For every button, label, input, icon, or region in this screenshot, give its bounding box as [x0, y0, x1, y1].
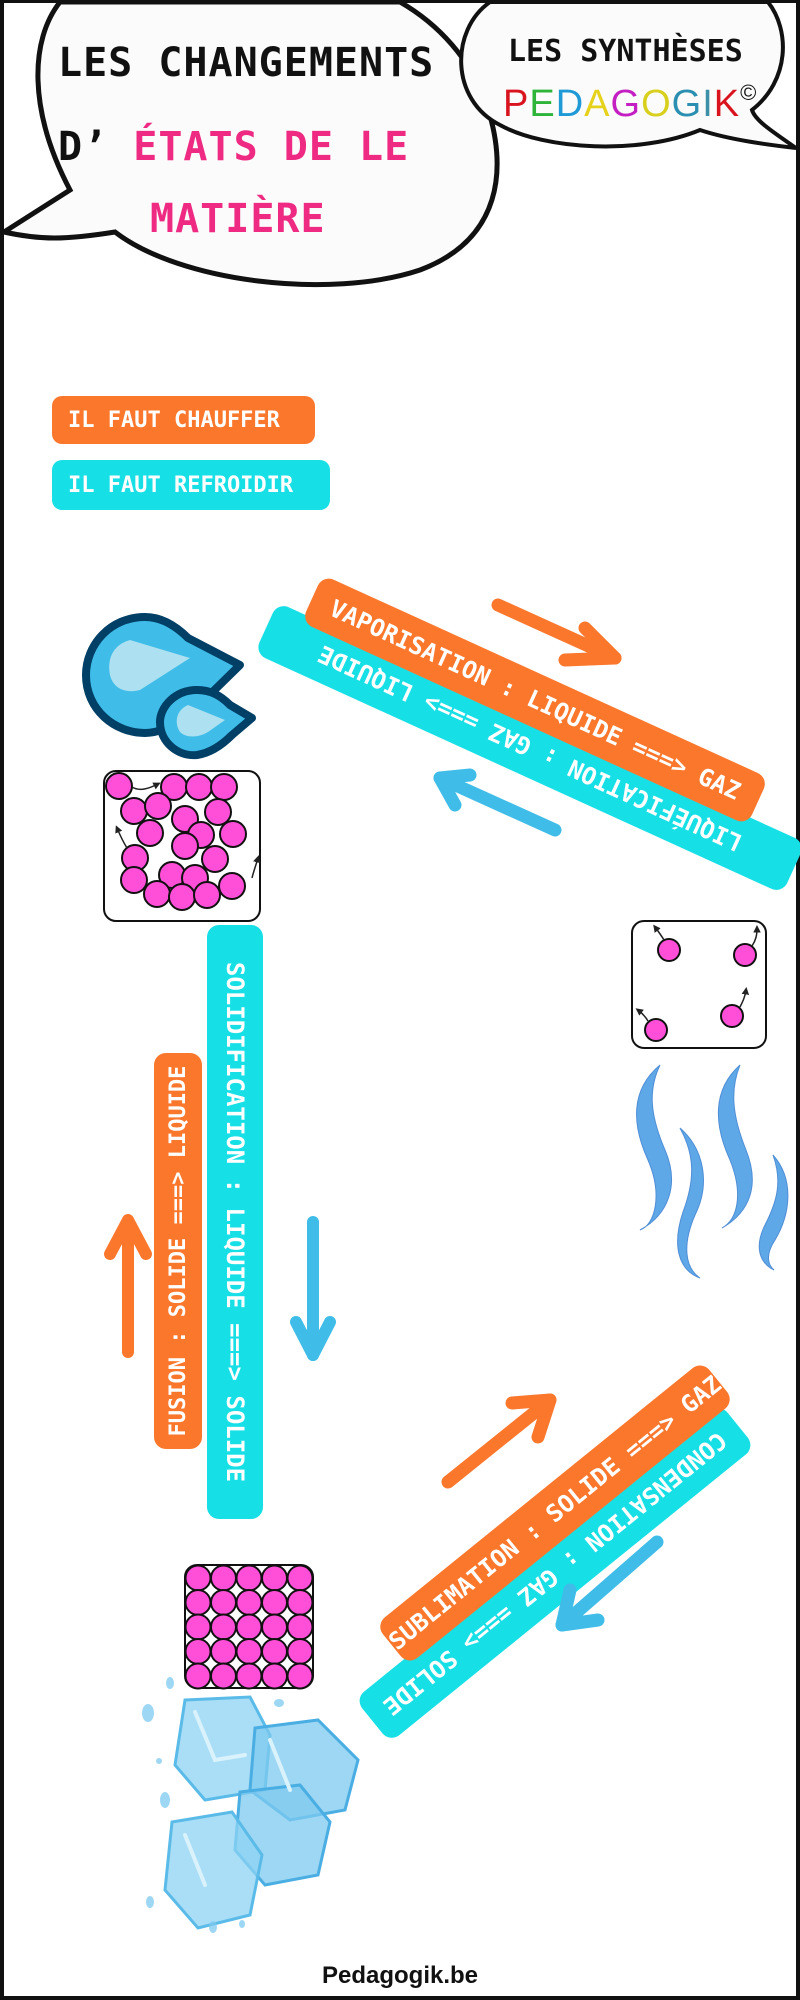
particle: [210, 1589, 237, 1616]
brand-letter: G: [610, 83, 642, 125]
logo-subtitle: LES SYNTHÈSES: [508, 34, 743, 69]
particle: [235, 1613, 263, 1641]
condensation-arrow-icon: [555, 1535, 664, 1632]
gas-particles-box: [631, 920, 767, 1049]
motion-arrow-icon: [635, 1008, 649, 1022]
ice-cubes-icon: [142, 1677, 360, 1933]
title-highlight: ÉTATS DE LE: [133, 124, 410, 170]
motion-arrow-icon: [131, 782, 161, 791]
particle: [261, 1613, 288, 1641]
particle: [120, 866, 148, 894]
particle: [210, 773, 238, 801]
sublimation-arrow-icon: [441, 1393, 557, 1489]
particle: [136, 819, 164, 847]
particle: [261, 1589, 288, 1616]
legend-heat: IL FAUT CHAUFFER: [52, 396, 315, 444]
particle: [204, 798, 232, 826]
particle: [261, 1638, 288, 1665]
particle: [184, 1662, 212, 1690]
water-drops-icon: [82, 613, 256, 760]
particle: [201, 845, 229, 873]
brand-letter: O: [641, 83, 672, 125]
particle: [171, 832, 199, 860]
vaporisation-arrow-icon: [491, 598, 622, 667]
particle: [657, 938, 681, 962]
particle: [235, 1564, 263, 1592]
particle: [210, 1613, 237, 1641]
particle: [184, 1613, 212, 1641]
brand-letter: K: [713, 83, 741, 125]
particle: [144, 792, 172, 820]
particle: [184, 1589, 212, 1616]
particle: [184, 1564, 212, 1592]
particle: [733, 943, 757, 967]
particle: [143, 880, 171, 908]
particle: [720, 1004, 744, 1028]
brand-letter: D: [555, 83, 585, 125]
legend-heat-label: IL FAUT CHAUFFER: [68, 407, 280, 433]
title-line-2: D’ ÉTATS DE LE: [58, 124, 409, 170]
solid-particles-box: [184, 1564, 314, 1690]
particle: [235, 1638, 263, 1665]
copyright-mark: ©: [740, 80, 758, 105]
particle: [235, 1662, 263, 1690]
liquid-particles-box: [103, 770, 261, 922]
particle: [286, 1564, 314, 1592]
particle: [644, 1018, 668, 1042]
motion-arrow-icon: [115, 825, 128, 849]
particle: [185, 773, 213, 801]
particle: [286, 1613, 314, 1641]
brand-letters: PEDAGOGIK: [503, 83, 740, 125]
particle: [168, 883, 196, 911]
brand-letter: G: [671, 83, 703, 125]
particle: [235, 1589, 263, 1616]
title-line-1: LES CHANGEMENTS: [58, 40, 435, 86]
particle: [210, 1564, 237, 1592]
particle: [193, 881, 221, 909]
particle: [219, 820, 247, 848]
particle: [210, 1662, 237, 1690]
motion-arrow-icon: [251, 855, 261, 879]
footer-site-name: Pedagogik.be: [321, 1962, 479, 1989]
particle: [184, 1638, 212, 1665]
steam-icon: [636, 1064, 789, 1279]
fusion-arrow-icon: [104, 1214, 152, 1358]
particle: [105, 772, 133, 800]
particle: [286, 1638, 314, 1665]
brand-letter: E: [529, 83, 556, 125]
brand-letter: P: [503, 83, 530, 125]
particle: [261, 1564, 288, 1592]
particle: [286, 1589, 314, 1616]
particle: [218, 872, 246, 900]
motion-arrow-icon: [739, 987, 750, 1008]
particle: [120, 797, 148, 825]
legend-cool: IL FAUT REFROIDIR: [52, 460, 330, 510]
title-line-3: MATIÈRE: [150, 196, 326, 242]
brand-letter: A: [584, 83, 611, 125]
particle: [261, 1662, 288, 1690]
motion-arrow-icon: [653, 924, 665, 941]
logo-speech-bubble: [459, 0, 798, 150]
legend-cool-label: IL FAUT REFROIDIR: [68, 472, 294, 498]
brand-letter: I: [702, 83, 714, 125]
liquefaction-arrow-icon: [433, 768, 562, 837]
brand-logo: PEDAGOGIK©: [503, 80, 757, 126]
solidification-arrow-icon: [290, 1216, 336, 1361]
particle: [210, 1638, 237, 1665]
particle: [286, 1662, 314, 1690]
motion-arrow-icon: [751, 925, 761, 947]
title-prefix: D’: [58, 124, 109, 170]
